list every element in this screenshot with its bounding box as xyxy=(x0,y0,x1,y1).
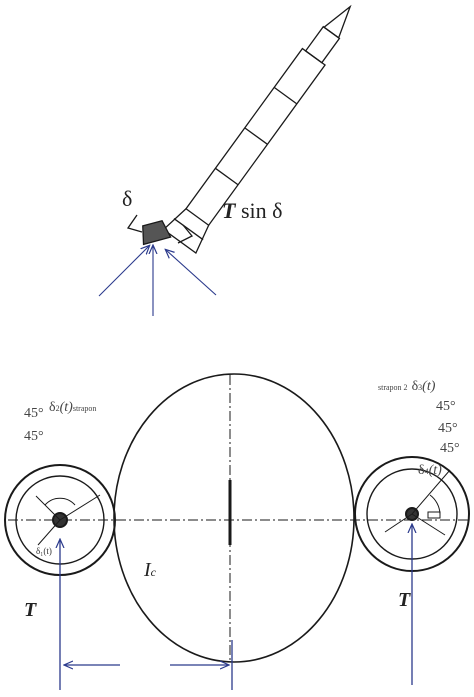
rocket-body xyxy=(185,47,326,227)
sin-delta: sin δ xyxy=(235,198,283,223)
delta4-label: δ4(t) xyxy=(418,462,442,478)
left-angle-2: 45° xyxy=(24,429,44,444)
thrust-arrows-bottom xyxy=(60,525,412,690)
delta3-label: strapon 2 δ3(t) xyxy=(378,378,435,394)
delta1-label: δ₁(t) xyxy=(36,546,52,556)
thrust-sin-delta-label: T sin δ xyxy=(222,200,283,222)
rocket xyxy=(126,4,352,255)
thrust-vector-left xyxy=(98,246,149,297)
inertia-sub: c xyxy=(150,565,156,579)
delta2-sym: δ xyxy=(49,400,56,415)
thrust-vector-right xyxy=(166,250,217,296)
cross-section xyxy=(4,373,470,663)
thrust-symbol: T xyxy=(222,198,236,223)
rocket-nozzle xyxy=(142,219,172,246)
delta2-label: δ2(t)strapon xyxy=(49,399,96,415)
delta2-arg: (t) xyxy=(59,400,73,415)
left-T-label: T xyxy=(24,599,37,621)
inertia-I: I xyxy=(144,559,151,581)
delta3-sym: δ xyxy=(411,379,419,394)
delta3-sub: 3 xyxy=(418,383,423,392)
delta-label: δ xyxy=(122,186,133,211)
right-angle-2: 45° xyxy=(438,421,458,436)
rocket-nose xyxy=(323,4,352,39)
right-angle-1: 45° xyxy=(436,399,456,414)
delta2-tail: strapon xyxy=(72,404,97,413)
core-circle xyxy=(113,373,355,663)
delta4-arg: (t) xyxy=(428,463,442,478)
delta2-sub: 2 xyxy=(55,404,60,413)
rocket-upper-stage xyxy=(304,25,341,64)
delta3-arg: (t) xyxy=(422,379,436,394)
right-angle-3: 45° xyxy=(440,441,460,456)
left-angle-1: 45° xyxy=(24,406,44,421)
thrust-arrows-top xyxy=(98,246,217,316)
core-inertia-label: Ic xyxy=(144,560,156,580)
delta4-sub: 4 xyxy=(424,467,429,476)
delta4-sym: δ xyxy=(418,463,425,478)
strapon2-text: strapon 2 xyxy=(378,383,408,392)
right-T-label: T xyxy=(398,589,411,611)
